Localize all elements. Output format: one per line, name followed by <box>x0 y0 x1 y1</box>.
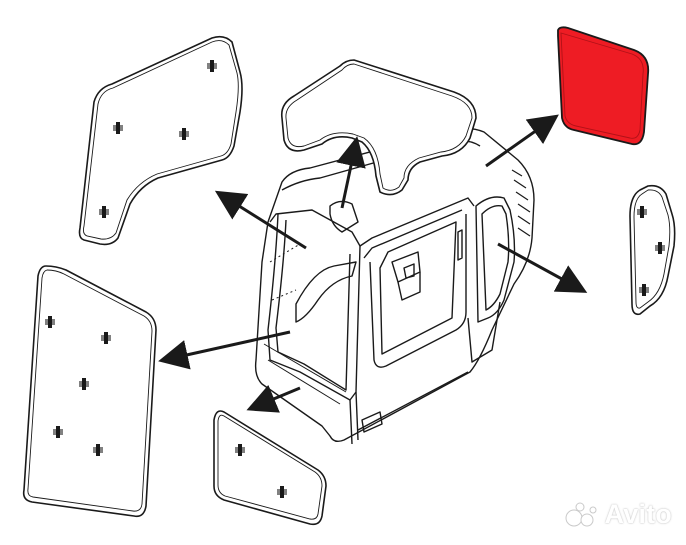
rear-upper-window-highlighted <box>557 26 650 146</box>
arrow-to-right-side-window <box>497 242 588 293</box>
arrow-to-rear-upper-window <box>485 114 559 168</box>
arrow-to-front-windshield <box>158 330 291 370</box>
avito-logo-text: Avito <box>604 499 672 529</box>
avito-watermark: Avito <box>565 499 673 530</box>
front-windshield <box>22 265 157 518</box>
excavator-cab <box>254 127 535 445</box>
arrow-to-left-door-glass <box>214 190 307 250</box>
left-door-upper-glass <box>78 35 243 246</box>
arrow-to-lower-front-glass <box>246 384 301 413</box>
avito-dots-icon <box>565 502 596 526</box>
glass-stamp-marks <box>45 60 665 498</box>
right-side-small-window <box>629 184 676 316</box>
lower-front-glass <box>213 410 327 526</box>
arrow-to-roof-glass <box>336 136 366 209</box>
part-arrows <box>158 114 588 413</box>
roof-glass <box>280 59 477 196</box>
